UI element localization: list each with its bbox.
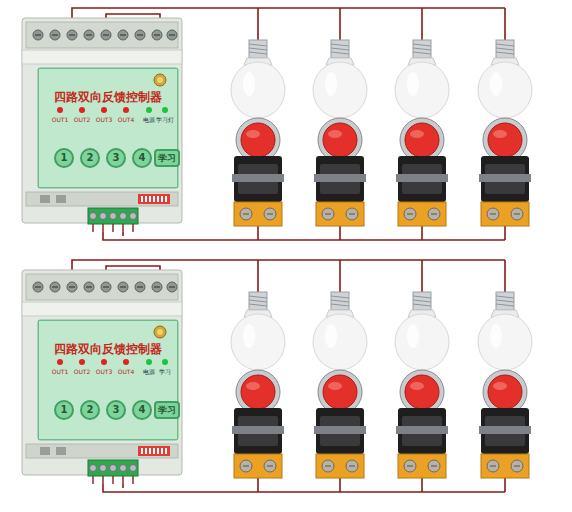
output-label: OUT2 (74, 369, 91, 375)
control-button: 2 (80, 148, 100, 168)
output-label: OUT3 (96, 117, 113, 123)
device-title: 四路双向反馈控制器 (39, 341, 177, 358)
control-button: 1 (54, 148, 74, 168)
control-button: 3 (106, 400, 126, 420)
indicator-label: 学习 (159, 369, 171, 375)
output-label: OUT2 (74, 117, 91, 123)
output-label: OUT4 (118, 369, 135, 375)
indicator-label: 学习灯 (156, 117, 174, 123)
button-label: 3 (113, 405, 120, 415)
button-label: 4 (139, 405, 146, 415)
indicator-label: 电源 (143, 369, 155, 375)
control-button: 4 (132, 400, 152, 420)
button-label: 学习 (158, 154, 176, 163)
control-button: 1 (54, 400, 74, 420)
control-button: 2 (80, 400, 100, 420)
button-label: 2 (87, 405, 94, 415)
button-label: 2 (87, 153, 94, 163)
indicator-label: 电源 (143, 117, 155, 123)
output-label: OUT1 (52, 117, 69, 123)
control-button: 4 (132, 148, 152, 168)
button-label: 1 (61, 153, 68, 163)
controller-unit (22, 260, 532, 492)
control-button: 学习 (154, 401, 180, 419)
output-label: OUT4 (118, 117, 135, 123)
control-button: 3 (106, 148, 126, 168)
controller-panel: 四路双向反馈控制器 1 2 3 4 学习 (38, 68, 178, 188)
button-label: 1 (61, 405, 68, 415)
button-label: 3 (113, 153, 120, 163)
output-label: OUT1 (52, 369, 69, 375)
controller-unit (22, 8, 532, 240)
controller-panel: 四路双向反馈控制器 1 2 3 4 学习 (38, 320, 178, 440)
device-title: 四路双向反馈控制器 (39, 89, 177, 106)
control-button: 学习 (154, 149, 180, 167)
output-label: OUT3 (96, 369, 113, 375)
button-label: 4 (139, 153, 146, 163)
button-label: 学习 (158, 406, 176, 415)
